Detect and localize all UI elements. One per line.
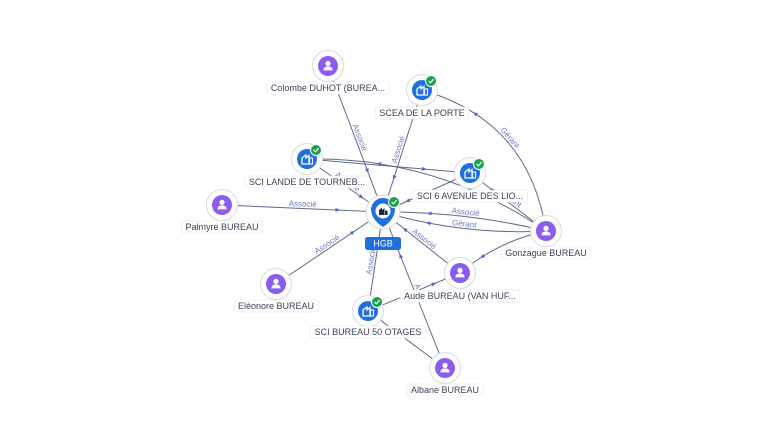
edge-gonzague-center (382, 211, 547, 233)
node-label-box (412, 189, 528, 203)
node-gonzague[interactable]: Gonzague BUREAU (500, 215, 592, 260)
edge-gonzague-sci_lande (306, 158, 547, 232)
node-label[interactable]: Aude BUREAU (VAN HUF... (404, 291, 516, 301)
node-label[interactable]: Gonzague BUREAU (505, 248, 587, 258)
node-label[interactable]: SCI 6 AVENUE DES LIO... (417, 191, 523, 201)
verified-check-icon (310, 144, 322, 156)
edge-arrow (402, 227, 408, 233)
edge-label: Associé (365, 246, 378, 276)
edge-arrow (426, 211, 432, 216)
edge-arrow (358, 194, 364, 199)
node-aude[interactable]: Aude BUREAU (VAN HUF... (399, 257, 521, 303)
verified-check-icon (371, 296, 383, 308)
edge-arrow (472, 112, 479, 117)
node-label-box (310, 325, 426, 339)
verified-check-icon (473, 158, 485, 170)
edge-arrow (431, 282, 437, 287)
node-label[interactable]: Palmyre BUREAU (185, 222, 258, 232)
edge-label: Associé (411, 227, 439, 252)
node-label-box (500, 246, 592, 260)
edge-labels-layer: AssociéAssociéAssociéAssociéAssociéAssoc… (289, 123, 524, 295)
node-label-box (244, 175, 370, 189)
edge-label: Associé (390, 134, 407, 164)
node-label[interactable]: Colombe DUHOT (BUREA... (271, 83, 385, 93)
node-palmyre[interactable]: Palmyre BUREAU (181, 189, 263, 234)
center-node[interactable]: HGB (365, 194, 401, 250)
edge-arrow (479, 253, 486, 259)
edge-label: As (412, 282, 424, 294)
node-label[interactable]: Albane BUREAU (411, 385, 479, 395)
node-label-box (233, 299, 319, 313)
node-label[interactable]: Eléonore BUREAU (238, 301, 314, 311)
node-sci_lande[interactable]: SCI LANDE DE TOURNEB... (244, 143, 370, 189)
edge-label: Associé (313, 232, 342, 255)
center-label-box (365, 237, 401, 250)
node-label[interactable]: SCEA DE LA PORTE (379, 108, 464, 118)
edge-label: Associé (451, 206, 480, 218)
edge-arrow (421, 166, 427, 171)
node-label[interactable]: SCI BUREAU 50 OTAGES (315, 327, 422, 337)
nodes-layer: Colombe DUHOT (BUREA... SCEA DE LA PORTE S… (181, 50, 592, 397)
building-icon (379, 207, 388, 215)
edge-label: Gérant (452, 218, 478, 230)
node-label-box (181, 220, 263, 234)
edge-sci_lande-sci_6av (306, 158, 471, 174)
edge-arrow (349, 230, 356, 236)
edge-arrow (405, 198, 411, 203)
node-eleonore[interactable]: Eléonore BUREAU (233, 268, 319, 313)
node-scea[interactable]: SCEA DE LA PORTE (375, 74, 469, 120)
node-label[interactable]: SCI LANDE DE TOURNEB... (249, 177, 365, 187)
edge-label: Associé (351, 123, 369, 153)
verified-check-icon (425, 75, 437, 87)
edge-arrow (335, 207, 341, 212)
edge-gonzague-center (382, 211, 547, 232)
edge-arrow (392, 174, 397, 181)
node-albane[interactable]: Albane BUREAU (406, 352, 484, 397)
center-label[interactable]: HGB (373, 239, 393, 249)
verified-check-icon (388, 196, 400, 208)
node-label-box (406, 383, 484, 397)
edge-label: Gérant (498, 126, 521, 151)
edge-arrow (364, 168, 369, 174)
node-colombe[interactable]: Colombe DUHOT (BUREA... (266, 50, 390, 95)
node-sci_bureau[interactable]: SCI BUREAU 50 OTAGES (310, 295, 426, 339)
edge-label: Associé (289, 199, 318, 209)
edge-gonzague-scea (421, 89, 547, 232)
node-label-box (266, 81, 390, 95)
node-sci_6av[interactable]: SCI 6 AVENUE DES LIO... (412, 157, 528, 203)
edge-arrow (399, 253, 404, 259)
edge-arrow (425, 221, 431, 226)
edge-palmyre-center (221, 204, 384, 213)
node-label-box (399, 289, 521, 303)
node-label-box (375, 106, 469, 120)
